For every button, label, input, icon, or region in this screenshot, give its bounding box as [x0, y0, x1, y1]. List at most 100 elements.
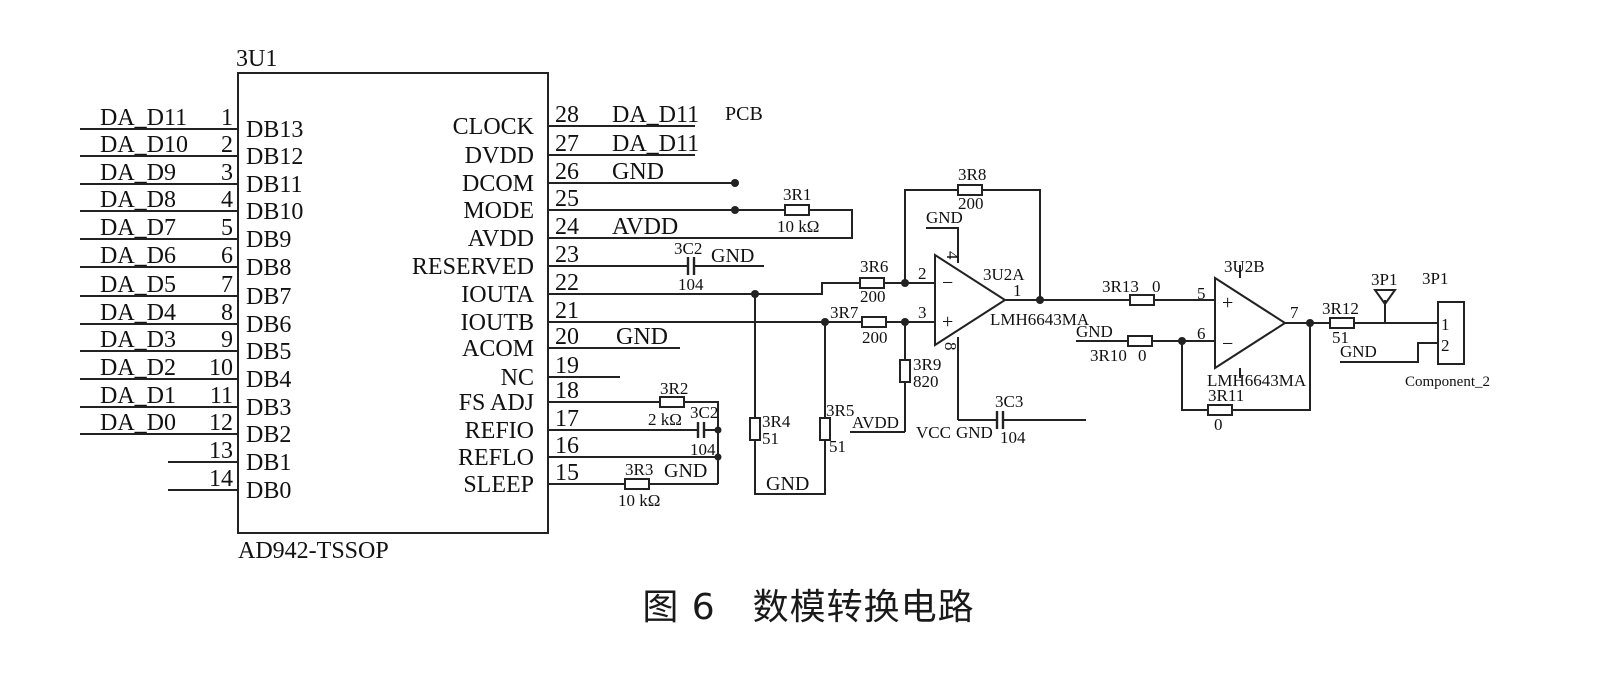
right-pin-number: 24	[555, 214, 579, 240]
right-pin-name: NC	[501, 365, 534, 391]
wire-r1-avdd	[600, 209, 853, 239]
testpoint-label: 3P1	[1371, 270, 1397, 289]
vcc-label: VCC	[916, 423, 951, 442]
left-pin-number: 10	[209, 355, 233, 381]
right-pin-number: 26	[555, 159, 579, 185]
wire-p1-gnd	[1340, 342, 1438, 363]
c2b-ref: 3C2	[690, 403, 718, 422]
u2b-pin5: 5	[1197, 284, 1206, 303]
r4-value: 51	[762, 429, 779, 448]
u2b-ref: 3U2B	[1224, 257, 1265, 276]
u2b-pin6: 6	[1197, 324, 1206, 343]
p1-ref: 3P1	[1422, 269, 1448, 288]
c3-value: 104	[1000, 428, 1026, 447]
u2a-pin1: 1	[1013, 281, 1022, 300]
p1-part: Component_2	[1405, 374, 1490, 390]
right-pin-number: 19	[555, 353, 579, 379]
left-pin-net: DA_D5	[100, 272, 176, 298]
r10-value: 0	[1138, 346, 1147, 365]
right-pin-number: 28	[555, 102, 579, 128]
resistor-r3	[624, 478, 650, 490]
right-pin-net: DA_D11	[612, 102, 699, 128]
u2a-part: LMH6643MA	[990, 310, 1090, 329]
r6-value: 200	[860, 287, 886, 306]
ic-ref-label: 3U1	[236, 46, 277, 72]
r3-value: 10 kΩ	[618, 491, 660, 510]
left-pin-number: 13	[209, 438, 233, 464]
left-pin-name: DB5	[246, 339, 291, 365]
left-pin-name: DB4	[246, 367, 291, 393]
junction-dot	[714, 426, 722, 434]
left-pin-net: DA_D10	[100, 132, 188, 158]
r2-ref: 3R2	[660, 379, 688, 398]
left-pin-net: DA_D6	[100, 243, 176, 269]
resistor-r11	[1207, 404, 1233, 416]
r10-gnd-label: GND	[1076, 322, 1113, 341]
right-pin-name: RESERVED	[412, 254, 534, 280]
junction-dot	[731, 206, 739, 214]
p1-pin1: 1	[1441, 315, 1450, 334]
resistor-r4	[749, 417, 761, 441]
right-pin-name: AVDD	[468, 226, 534, 252]
right-pin-net: DA_D11	[612, 131, 699, 157]
r5-value: 51	[829, 437, 846, 456]
right-pin-name: DCOM	[462, 171, 534, 197]
connector-p1-body	[1437, 301, 1465, 365]
right-pin-name: IOUTB	[461, 310, 534, 336]
testpoint-icon	[1373, 289, 1397, 306]
avdd2-label: AVDD	[852, 413, 899, 432]
right-pin-number: 27	[555, 131, 579, 157]
c2a-value: 104	[678, 275, 704, 294]
left-pin-number: 6	[221, 243, 233, 269]
left-pin-name: DB7	[246, 284, 291, 310]
left-pin-number: 14	[209, 466, 233, 492]
left-pin-name: DB11	[246, 172, 302, 198]
right-pin-number: 25	[555, 186, 579, 212]
resistor-r12	[1329, 317, 1355, 329]
right-pin-net: GND	[612, 159, 664, 185]
left-pin-number: 11	[210, 383, 233, 409]
r12-ref: 3R12	[1322, 299, 1359, 318]
r5-ref: 3R5	[826, 401, 854, 420]
right-pin-net: GND	[616, 324, 668, 350]
left-pin-net: DA_D1	[100, 383, 176, 409]
c3-ref: 3C3	[995, 392, 1023, 411]
right-pin-name: DVDD	[465, 143, 534, 169]
resistor-r1	[784, 204, 810, 216]
right-pin-name: REFLO	[458, 445, 534, 471]
r6-ref: 3R6	[860, 257, 888, 276]
left-pin-net: DA_D3	[100, 327, 176, 353]
junction-dot	[731, 179, 739, 187]
u2a-plus: +	[942, 311, 953, 333]
r10-ref: 3R10	[1090, 346, 1127, 365]
right-pin-number: 22	[555, 270, 579, 296]
junction-dot	[714, 453, 722, 461]
wire-r8-right	[982, 189, 1041, 300]
u2a-ref: 3U2A	[983, 265, 1025, 284]
right-pin-name: ACOM	[462, 336, 534, 362]
figure-caption: 图 6 数模转换电路	[642, 587, 975, 628]
left-pin-net: DA_D11	[100, 105, 187, 131]
left-pin-number: 9	[221, 327, 233, 353]
u2a-minus: −	[942, 272, 953, 294]
ic-3u1-body	[237, 72, 549, 534]
u2b-pin7: 7	[1290, 303, 1299, 322]
u2a-pin2: 2	[918, 264, 927, 283]
r7-ref: 3R7	[830, 303, 859, 322]
resistor-r7	[861, 316, 887, 328]
right-pin-name: SLEEP	[463, 472, 534, 498]
r4-ref: 3R4	[762, 412, 791, 431]
left-pin-net: DA_D7	[100, 215, 176, 241]
r11-value: 0	[1214, 415, 1223, 434]
r9-ref: 3R9	[913, 355, 941, 374]
left-pin-number: 5	[221, 215, 233, 241]
r13-ref: 3R13	[1102, 277, 1139, 296]
right-pin-net: AVDD	[612, 214, 678, 240]
left-pin-net: DA_D0	[100, 410, 176, 436]
bottom-gnd-label: GND	[766, 473, 809, 495]
vcc-gnd-label: GND	[956, 423, 993, 442]
opamp-u2a	[934, 253, 1007, 347]
left-pin-name: DB9	[246, 227, 291, 253]
r1-value: 10 kΩ	[777, 217, 819, 236]
